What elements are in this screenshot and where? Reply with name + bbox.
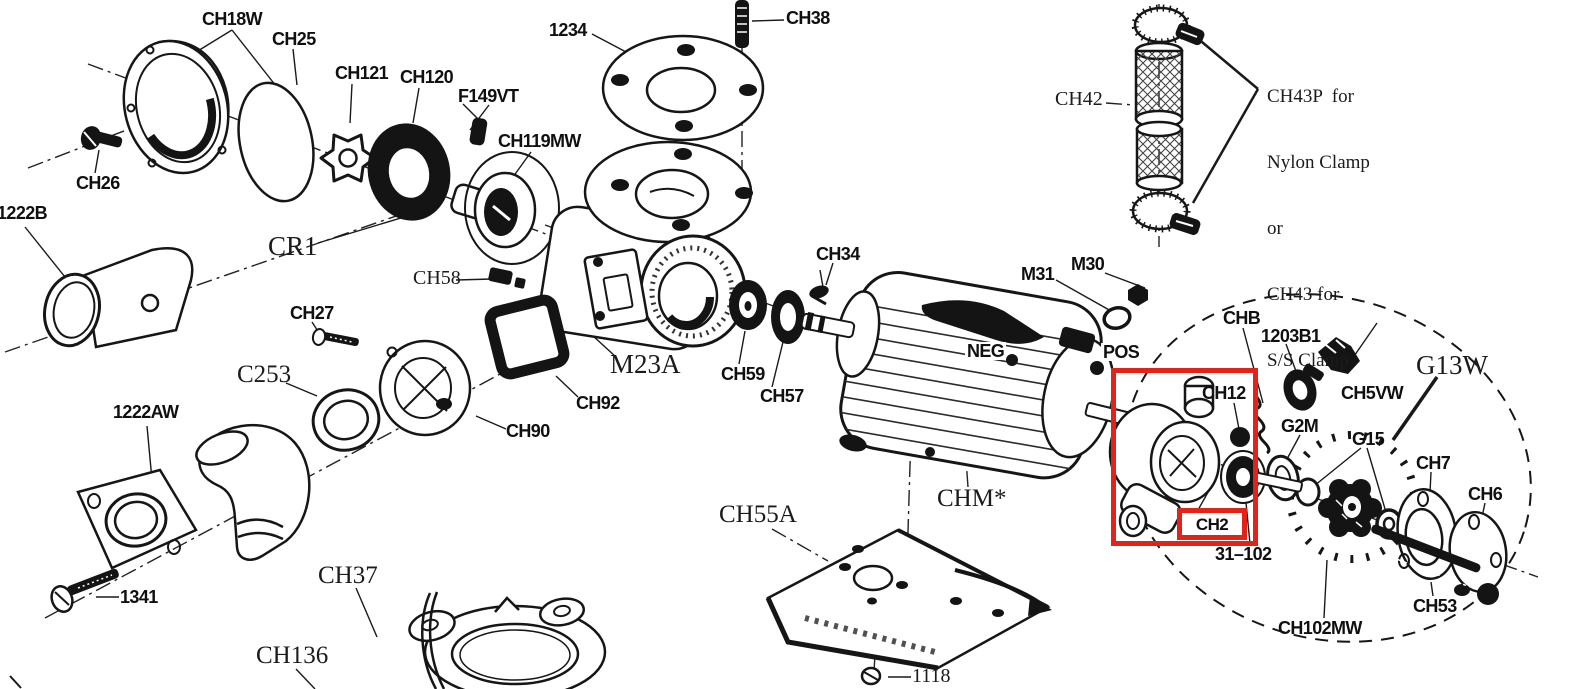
spring-chb: [1253, 395, 1271, 455]
impeller-kit: [1251, 337, 1508, 605]
plug-ch58: [488, 267, 526, 289]
nut-m30: [1128, 284, 1148, 306]
part-label-ch55a: CH55A: [719, 501, 797, 528]
part-label-g2m: G2M: [1281, 416, 1319, 436]
gasket-ch25: [237, 81, 315, 203]
part-label-ch90: CH90: [506, 421, 550, 441]
base-plate-ch55a: [765, 528, 1052, 671]
part-label-ch37: CH37: [318, 562, 378, 589]
lower-pump-body: [408, 591, 607, 689]
part-label-m30: M30: [1071, 254, 1105, 274]
clamp-note-line: Nylon Clamp: [1267, 152, 1370, 173]
part-label-ch26: CH26: [76, 173, 120, 193]
clamp-option-note: CH43P for Nylon Clamp or CH43 for S/S Cl…: [1267, 42, 1370, 394]
hose-assembly-ch42: [1129, 4, 1205, 235]
screw-ch27: [311, 328, 359, 347]
part-label-ch27: CH27: [290, 303, 334, 323]
clamp-top: [1131, 4, 1205, 46]
part-label-ch121: CH121: [335, 63, 389, 83]
screw-ch26: [80, 126, 123, 150]
gasket-c253: [311, 388, 381, 452]
clamp-note-line: CH43P for: [1267, 86, 1354, 107]
part-label-ch5vw: CH5VW: [1341, 383, 1404, 403]
neg-terminal: [1006, 354, 1018, 366]
wire-ch37: [421, 591, 446, 689]
valve-f149vt: [469, 117, 488, 146]
part-label-ch102mw: CH102MW: [1278, 618, 1362, 638]
shaft-kit-ch119mw: [450, 151, 560, 265]
part-label-ch7: CH7: [1416, 453, 1451, 473]
part-label-ch42: CH42: [1055, 88, 1103, 110]
part-label-c253: C253: [237, 361, 292, 388]
part-label-1203b1: 1203B1: [1261, 326, 1321, 346]
part-label-ch59: CH59: [721, 364, 765, 384]
part-label-chb: CHB: [1223, 308, 1261, 328]
part-label-f149vt: F149VT: [458, 86, 519, 106]
part-label-m31: M31: [1021, 264, 1055, 284]
gasket-ch92: [484, 294, 570, 380]
washer-m31: [1102, 306, 1132, 330]
pos-terminal: [1090, 361, 1104, 375]
part-label-cr1: CR1: [268, 231, 318, 261]
bolt-ch53: [1371, 524, 1499, 605]
clamp-note-line: CH43 for: [1267, 284, 1340, 305]
part-label-ch120: CH120: [400, 67, 454, 87]
part-label-m23a: M23A: [610, 349, 681, 379]
screw-1118: [860, 666, 882, 686]
part-label-1222b: 1222B: [0, 203, 48, 223]
pump-head-ch2: [1108, 375, 1266, 538]
highlight-box-pump-head: [1111, 368, 1258, 546]
part-label-ch92: CH92: [576, 393, 620, 413]
highlight-box-ch2: CH2: [1177, 508, 1247, 540]
part-label-g13w: G13W: [1416, 350, 1488, 380]
part-label-ch34: CH34: [816, 244, 860, 264]
valve-ch5vw: [1303, 337, 1360, 381]
clamp-bottom: [1129, 189, 1201, 235]
clamp-note-line: or: [1267, 218, 1283, 239]
part-label-ch136: CH136: [256, 642, 329, 669]
port-m23a: [583, 248, 649, 330]
cover-assembly: [80, 39, 560, 265]
pump-body-assembly: [378, 0, 829, 437]
motor-chm: [800, 271, 1148, 480]
impeller-g15: [1318, 479, 1382, 537]
part-label-ch58: CH58: [413, 267, 461, 289]
motor-neg-marking: NEG: [965, 341, 1007, 361]
flange-ch90: [378, 339, 472, 437]
part-label-1118: 1118: [912, 665, 951, 687]
part-label-ch25: CH25: [272, 29, 316, 49]
motor-shaft-front: [800, 312, 856, 339]
part-label-1222aw: 1222AW: [113, 402, 179, 422]
part-label-ch12: CH12: [1202, 383, 1246, 403]
bolt-1341: [50, 568, 119, 613]
elbow-pipe: [195, 423, 311, 561]
motor-strap: [921, 300, 1044, 344]
slinger-ch34: [809, 285, 829, 306]
clamp-note-line: S/S Clamp: [1267, 350, 1349, 371]
part-label-1341: 1341: [120, 587, 158, 607]
part-label-1234: 1234: [549, 20, 587, 40]
motor-pos-marking: POS: [1101, 342, 1142, 362]
part-label-31-102: 31–102: [1215, 544, 1272, 564]
part-label-ch18w: CH18W: [202, 9, 263, 29]
part-label-g15: G15: [1352, 429, 1385, 449]
port-1222b: [43, 247, 194, 349]
flange-1222aw: [76, 468, 198, 570]
part-label-ch53: CH53: [1413, 596, 1457, 616]
ball-ch12: [1230, 427, 1250, 447]
part-label-ch2: CH2: [1195, 514, 1229, 534]
part-label-ch57: CH57: [760, 386, 804, 406]
part-label-chm: CHM*: [937, 485, 1007, 512]
part-label-ch119mw: CH119MW: [498, 131, 581, 151]
part-label-ch38: CH38: [786, 8, 830, 28]
part-label-ch6: CH6: [1468, 484, 1503, 504]
